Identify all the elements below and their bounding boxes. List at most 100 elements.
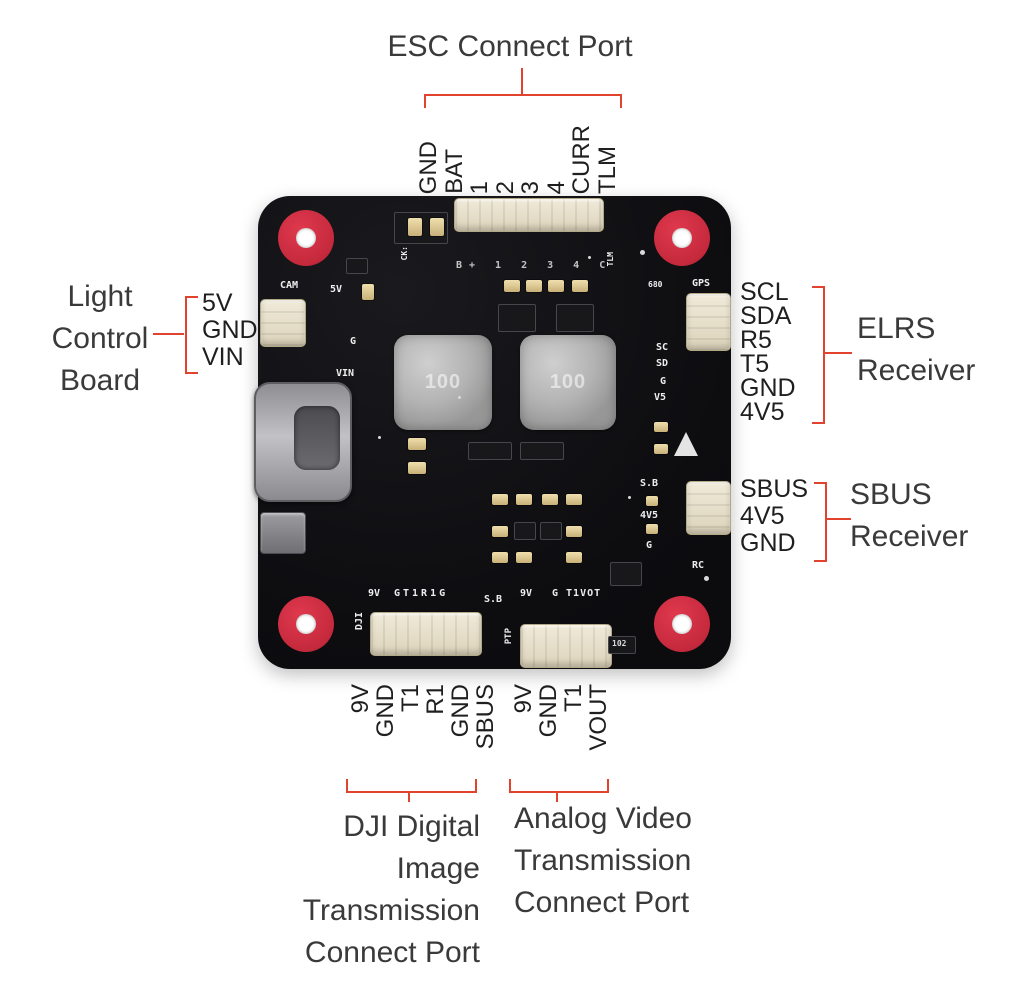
light-control-title: Light Control Board [46, 276, 154, 402]
elrs-title: ELRS Receiver [857, 308, 975, 392]
flight-controller-board: 100 100 [254, 196, 731, 669]
mounting-hole [278, 596, 334, 652]
elrs-bracket [812, 286, 825, 424]
via-dot [458, 396, 461, 399]
pin-label: 5V [202, 289, 233, 317]
silkscreen-9v-left: 9V [368, 588, 381, 599]
esc-connector [454, 198, 604, 232]
brand-arrow-icon [674, 432, 698, 456]
silkscreen-5v: 5V [330, 284, 343, 295]
pin-label: T5 [740, 350, 770, 378]
sbus-title-line: Receiver [850, 520, 969, 553]
ic-chip [514, 522, 536, 540]
smd-pad [566, 526, 582, 537]
smd-pad [542, 494, 558, 505]
ic-chip [498, 304, 536, 332]
silkscreen-9v-right: 9V [520, 588, 533, 599]
pin-label: 4V5 [740, 502, 785, 530]
dji-title-line: Connect Port [304, 936, 480, 969]
via-dot [640, 250, 645, 255]
silkscreen-rc: RC [692, 560, 705, 571]
ic-chip [540, 522, 562, 540]
smd-pad [646, 496, 658, 506]
analog-title-line: Analog Video [514, 802, 692, 835]
mounting-hole [278, 210, 334, 266]
via-dot [704, 576, 709, 581]
smd-pad [566, 494, 582, 505]
pin-label: SBUS [740, 475, 809, 503]
smd-pad [492, 552, 508, 563]
dji-bracket [346, 779, 477, 793]
pin-label: 3 [517, 180, 545, 194]
analog-pin-labels: 9V GND T1 VOUT [510, 684, 612, 778]
pin-label: R5 [740, 326, 772, 354]
smd-pad [408, 218, 422, 236]
silkscreen-sc: SC [656, 342, 669, 353]
pin-label: 2 [491, 180, 519, 194]
light-control-bracket [185, 296, 198, 374]
silkscreen-gps: GPS [692, 278, 711, 289]
elrs-title-line: ELRS [857, 312, 936, 345]
mounting-hole [654, 596, 710, 652]
dji-title-line: Image [396, 852, 480, 885]
silkscreen-ptp: PTP [504, 628, 514, 645]
sbus-pin-labels: SBUS 4V5 GND [740, 476, 808, 557]
elrs-connector-line [825, 352, 852, 354]
boot-button [260, 512, 306, 554]
smd-pad [362, 284, 374, 300]
smd-pad [566, 552, 582, 563]
dji-title: DJI Digital Image Transmission Connect P… [248, 806, 480, 974]
silkscreen-sd: SD [656, 358, 669, 369]
pin-label: 4 [542, 180, 570, 194]
pin-label: T1 [560, 684, 587, 713]
pin-label: SDA [740, 302, 792, 330]
smd-pad [492, 526, 508, 537]
analog-title-line: Connect Port [514, 886, 690, 919]
smd-pad [516, 552, 532, 563]
light-control-pin-labels: 5V GND VIN [202, 290, 258, 371]
esc-callout-bracket [424, 94, 622, 108]
pin-label: 1 [466, 180, 494, 194]
pin-label: GND [202, 316, 258, 344]
pin-label: T1 [397, 684, 424, 713]
ic-chip [346, 258, 368, 274]
pin-label: 9V [510, 684, 537, 714]
sbus-title-line: SBUS [850, 478, 932, 511]
light-control-connector-line [153, 333, 184, 335]
usb-c-port [254, 382, 352, 502]
via-dot [628, 496, 631, 499]
light-control-title-line: Control [51, 322, 149, 355]
inductor: 100 [394, 335, 492, 430]
smd-pad [646, 524, 658, 534]
pin-label: GND [372, 684, 399, 738]
mounting-hole [654, 210, 710, 266]
smd-pad [654, 444, 668, 454]
pin-label: GND [447, 684, 474, 738]
analog-callout-stem [556, 791, 558, 802]
silkscreen-102: 102 [612, 639, 627, 648]
light-control-title-line: Light [67, 280, 133, 313]
pin-label: GND [740, 529, 796, 557]
pin-label: R1 [422, 684, 449, 715]
analog-bracket [509, 779, 609, 793]
silkscreen-gt1r1g: GT1R1G [394, 588, 449, 599]
pin-label: CURR [568, 124, 596, 194]
silkscreen-sb2: S.B [484, 594, 503, 605]
silkscreen-g2: G [660, 376, 667, 387]
silkscreen-4v5: 4V5 [640, 510, 659, 521]
silkscreen-g: G [350, 336, 357, 347]
smd-pad [408, 438, 426, 450]
pin-label: GND [740, 374, 796, 402]
esc-callout-stem [521, 68, 523, 94]
analog-title: Analog Video Transmission Connect Port [514, 798, 774, 924]
pin-label: 9V [347, 684, 374, 714]
analog-title-line: Transmission [514, 844, 692, 877]
pin-label: 4V5 [740, 398, 785, 426]
dji-pin-labels: 9V GND T1 R1 GND SBUS [347, 684, 499, 778]
esc-pin-labels: GND BAT 1 2 3 4 CURR TLM [415, 106, 621, 194]
dji-title-line: Transmission [302, 894, 480, 927]
pin-label: SCL [740, 278, 789, 306]
pin-label: VOUT [585, 684, 612, 751]
sbus-bracket [814, 482, 827, 562]
